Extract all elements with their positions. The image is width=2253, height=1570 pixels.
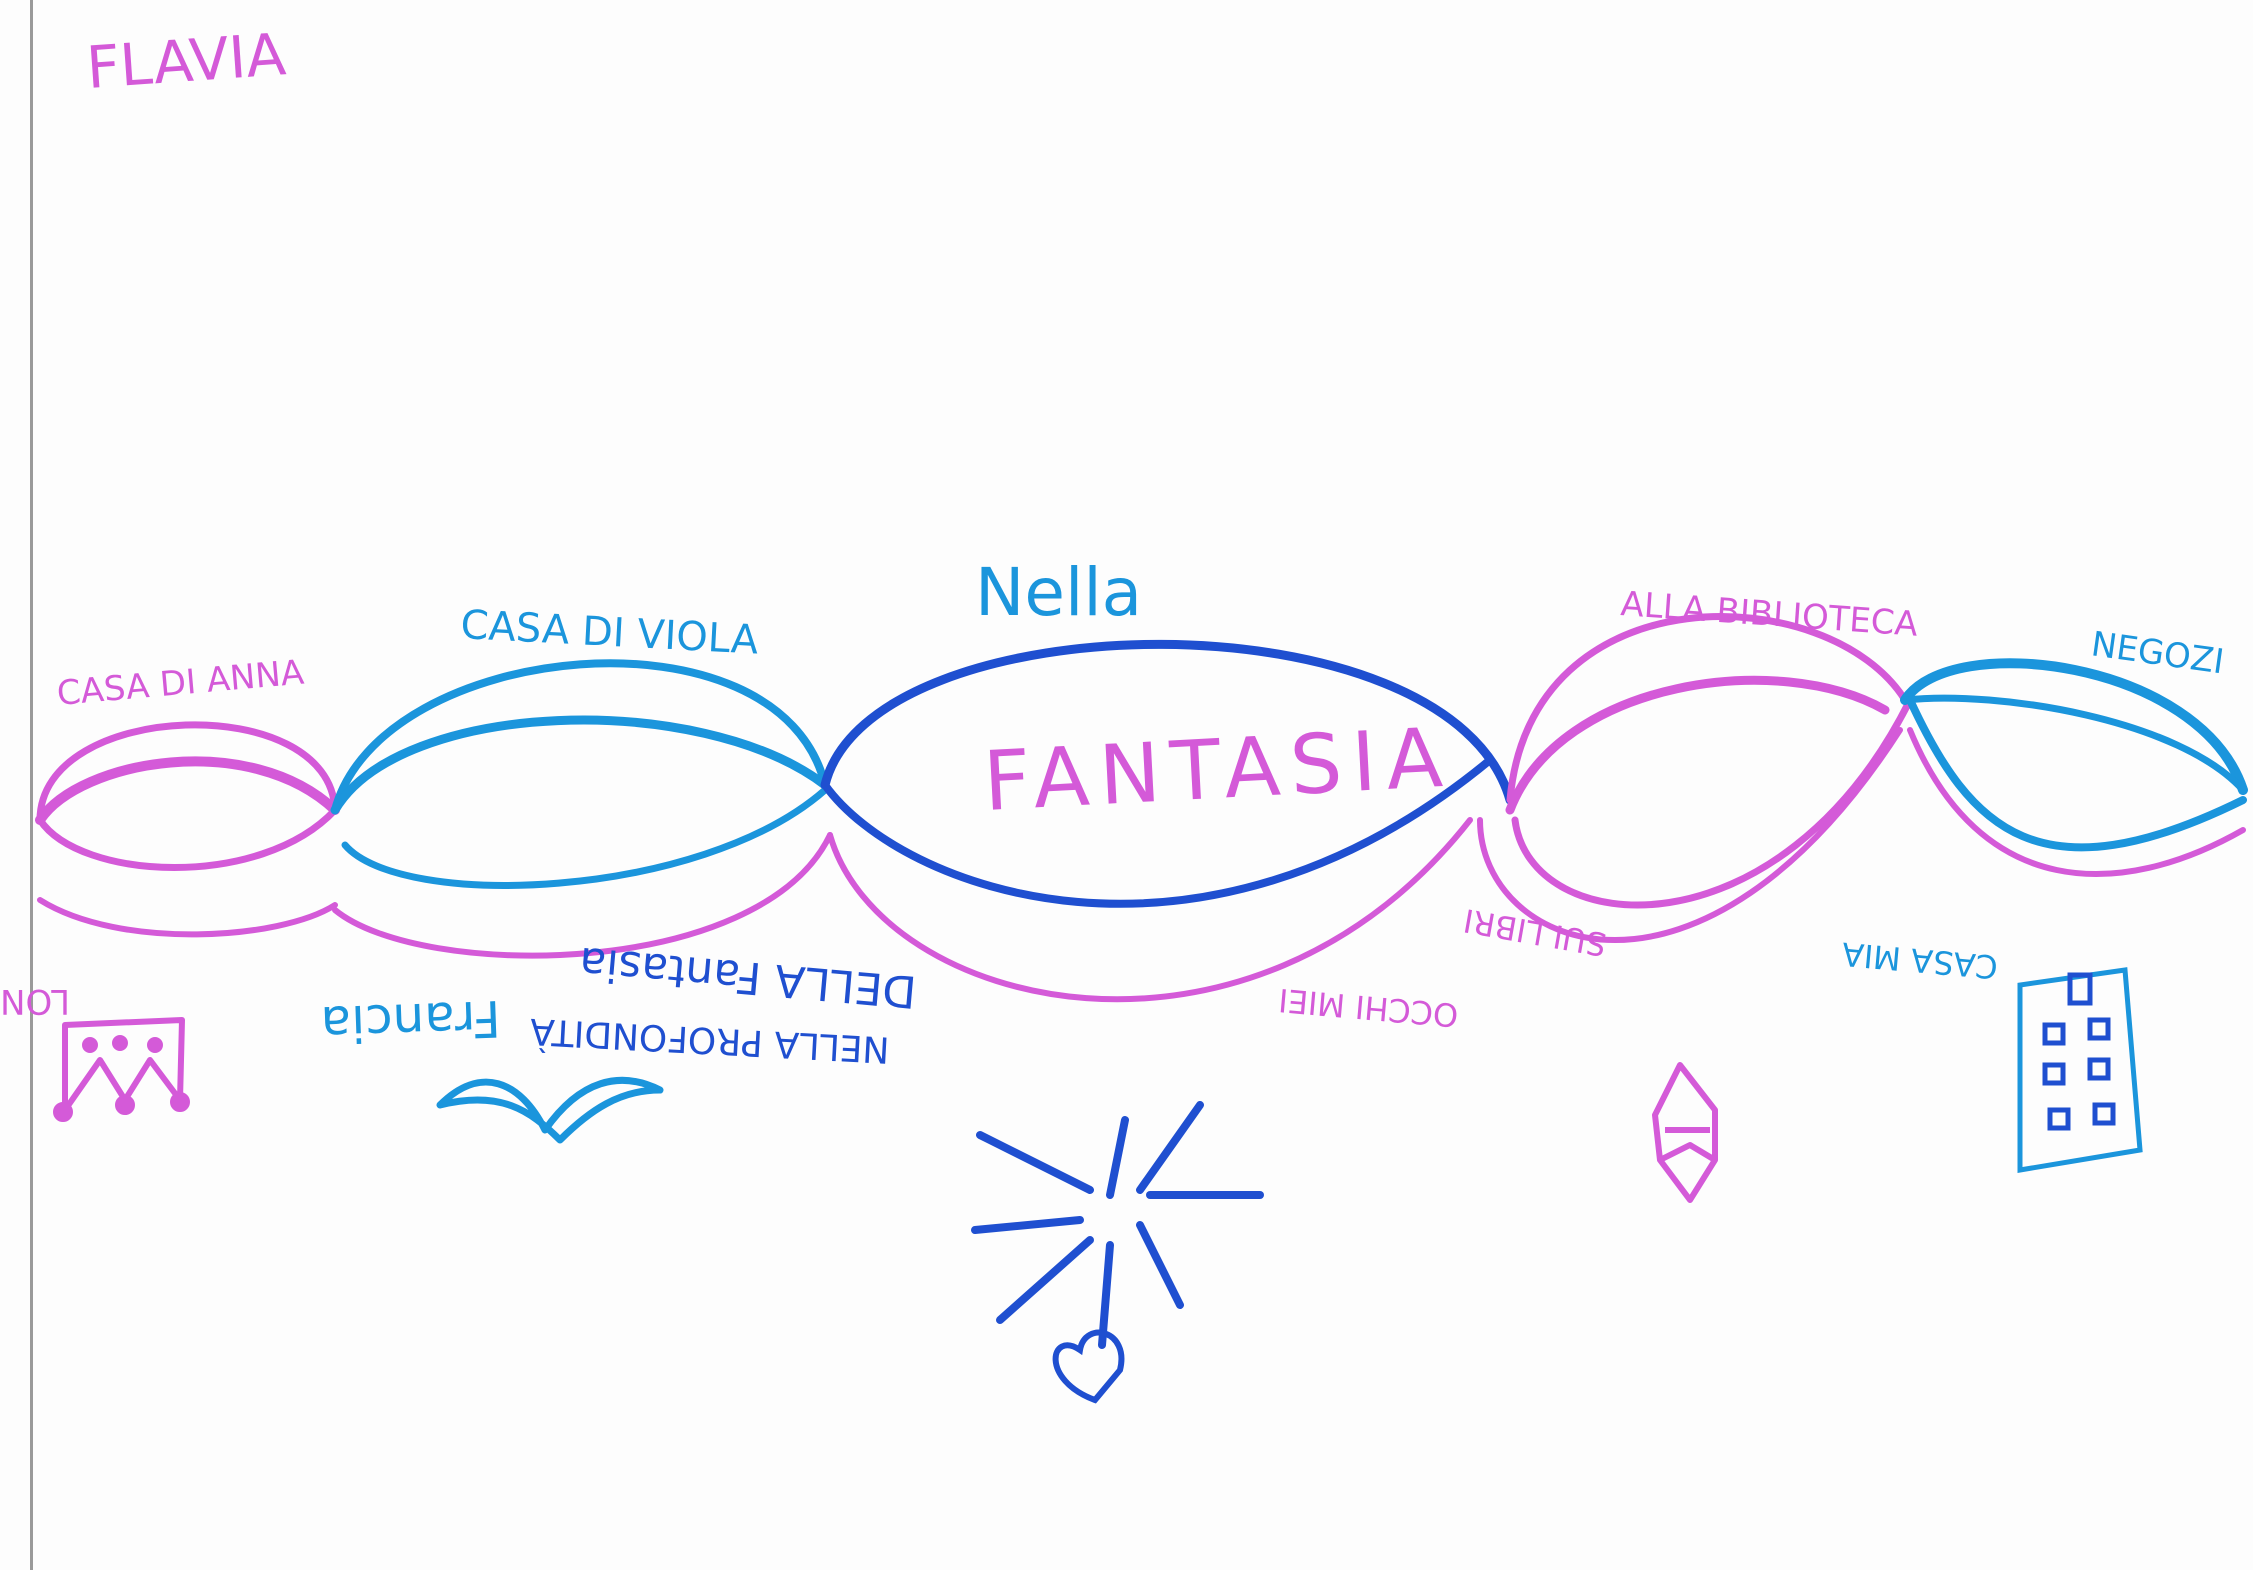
author-name: FLAVIA xyxy=(84,20,288,102)
loop-casa-di-viola-lower-label: Francia xyxy=(320,989,502,1053)
crown-icon xyxy=(56,1020,187,1119)
loop-alla-biblioteca xyxy=(1480,617,1910,940)
loop-negozi-lower-label: CASA MIA xyxy=(1840,935,1999,986)
wave-icon xyxy=(440,1080,660,1140)
loop-nella-fantasia-upper-label: Nella xyxy=(975,554,1142,631)
building-icon xyxy=(2020,970,2140,1170)
loop-casa-di-viola-upper-label: CASA DI VIOLA xyxy=(459,602,760,664)
loop-alla-biblioteca-lower-label: SUI LIBRI xyxy=(1461,901,1610,963)
loop-nella-fantasia-lower-label-2: NELLA PROFONDITÀ xyxy=(529,1010,891,1071)
sun-heart-icon xyxy=(975,1105,1260,1400)
gem-icon xyxy=(1655,1065,1715,1200)
loop-nella-fantasia-lower-label: DELLA Fantasia xyxy=(577,937,918,1017)
loop-casa-di-viola xyxy=(335,663,830,955)
loop-casa-di-anna xyxy=(40,725,335,935)
loop-casa-di-anna-upper-label: CASA DI ANNA xyxy=(55,653,305,714)
loop-alla-biblioteca-lower-label-2: OCCHI MIEI xyxy=(1277,981,1460,1035)
loop-nella-fantasia-inner-label: FANTASIA xyxy=(981,711,1455,830)
loop-nella-fantasia xyxy=(825,644,1510,999)
loop-casa-di-anna-lower-label: LONDRA xyxy=(0,981,70,1021)
loop-alla-biblioteca-upper-label: ALLA BIBLIOTECA xyxy=(1619,584,1919,645)
loop-negozi xyxy=(1905,663,2243,874)
